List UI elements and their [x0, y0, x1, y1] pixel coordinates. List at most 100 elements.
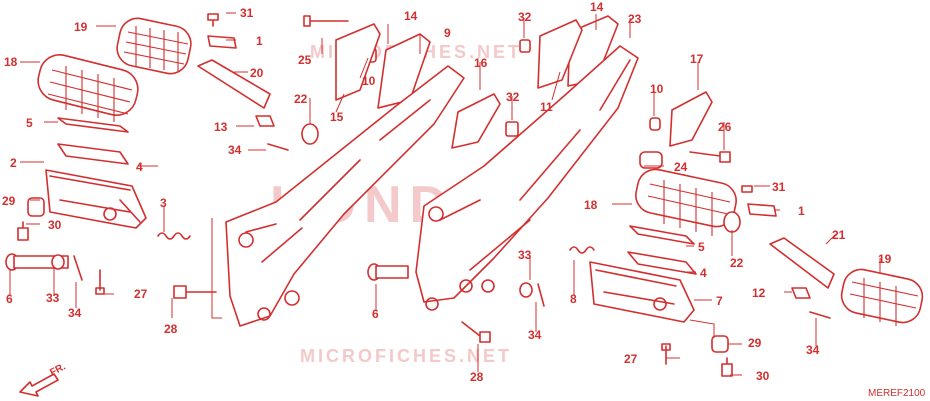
- callout-12: 12: [752, 286, 766, 300]
- callout-1: 1: [256, 34, 263, 48]
- plate-5-right: [629, 225, 695, 245]
- footpeg-rubber-right-front: [635, 168, 737, 236]
- left-step-bracket: [225, 65, 465, 327]
- bolt-28-left: [173, 285, 217, 299]
- right-step-bracket: [415, 45, 639, 311]
- spring-8-right: [569, 246, 595, 254]
- washer-22-right: [723, 211, 741, 233]
- spring-3-left: [157, 232, 191, 240]
- cotter-pin-34-right: [537, 283, 545, 307]
- bolt-31-left: [207, 13, 219, 27]
- washer-33-left: [51, 254, 65, 270]
- bushing-29-left: [27, 197, 45, 217]
- callout-10: 10: [362, 74, 376, 88]
- bushing-29-right: [711, 335, 729, 353]
- heel-guard-11: [537, 19, 583, 89]
- callout-16: 16: [474, 56, 488, 70]
- bolt-27-right: [661, 343, 671, 365]
- nut-32-top: [519, 39, 531, 53]
- cotter-pin-34-left: [73, 255, 83, 281]
- bolt-28-right: [461, 321, 491, 343]
- callout-32: 32: [506, 90, 520, 104]
- bolt-30-left: [17, 221, 29, 241]
- callout-27: 27: [134, 287, 148, 301]
- front-arrow-label: FR.: [48, 361, 68, 378]
- collar-24: [639, 151, 663, 169]
- bolt-31-right: [741, 185, 753, 193]
- callout-3: 3: [160, 196, 167, 210]
- plate-17: [669, 91, 713, 147]
- pin-6-right: [367, 263, 409, 281]
- callout-13: 13: [214, 120, 228, 134]
- callout-7: 7: [716, 294, 723, 308]
- callout-20: 20: [250, 66, 264, 80]
- plate-16: [451, 93, 501, 149]
- bolt-26: [689, 151, 731, 163]
- footpeg-body-right: [589, 261, 695, 323]
- callout-labels: 19 31 1 25 14 9 32 14 23 18 20 10 16 17 …: [2, 0, 892, 384]
- callout-19: 19: [74, 20, 88, 34]
- bolt-30-right: [721, 357, 733, 377]
- nut-32-mid: [505, 121, 519, 137]
- callout-30: 30: [756, 369, 770, 383]
- callout-14: 14: [404, 9, 418, 23]
- heel-guard-15: [335, 23, 381, 101]
- footpeg-rubber-left-rear: [116, 17, 192, 75]
- watermark-bottom: MICROFICHES.NET: [300, 346, 512, 366]
- front-direction-arrow: FR.: [19, 361, 68, 397]
- callout-5: 5: [698, 240, 705, 254]
- callout-11: 11: [540, 100, 553, 114]
- callout-34: 34: [68, 306, 82, 320]
- callout-9: 9: [444, 26, 451, 40]
- callout-23: 23: [628, 12, 642, 26]
- callout-34: 34: [528, 328, 542, 342]
- washer-33-right: [519, 282, 533, 298]
- leader-lines: [9, 12, 881, 376]
- callout-14: 14: [590, 0, 604, 14]
- callout-6: 6: [6, 292, 13, 306]
- callout-18: 18: [584, 198, 598, 212]
- callout-18: 18: [4, 55, 18, 69]
- callout-22: 22: [730, 256, 744, 270]
- bolt-25: [303, 15, 349, 27]
- callout-4: 4: [136, 160, 143, 174]
- bracket-1-left: [207, 35, 237, 49]
- callout-31: 31: [772, 180, 786, 194]
- callout-34: 34: [806, 343, 820, 357]
- callout-2: 2: [10, 156, 17, 170]
- diagram-code: MEREF2100: [868, 388, 926, 399]
- collar-10-right: [649, 117, 661, 131]
- heel-guard-14-left: [377, 33, 431, 109]
- washer-22-left: [301, 123, 319, 145]
- bracket-1-right: [747, 203, 777, 217]
- callout-8: 8: [570, 292, 577, 306]
- footpeg-rubber-right-rear: [840, 268, 924, 326]
- callout-26: 26: [718, 120, 732, 134]
- callout-30: 30: [48, 218, 62, 232]
- cotter-pin-34-upper: [267, 143, 289, 151]
- rod-20-left: [197, 59, 271, 109]
- plate-5-left: [57, 117, 129, 133]
- callout-33: 33: [46, 291, 60, 305]
- callout-28: 28: [164, 322, 178, 336]
- callout-25: 25: [298, 53, 312, 67]
- callout-6: 6: [372, 307, 379, 321]
- callout-10: 10: [650, 82, 664, 96]
- callout-31: 31: [240, 6, 254, 20]
- callout-17: 17: [690, 52, 704, 66]
- callout-33: 33: [518, 248, 532, 262]
- callout-5: 5: [26, 116, 33, 130]
- plate-13-left: [255, 115, 275, 127]
- callout-29: 29: [748, 336, 762, 350]
- callout-22: 22: [294, 92, 308, 106]
- plate-4-right: [627, 251, 697, 275]
- callout-21: 21: [832, 228, 846, 242]
- callout-27: 27: [624, 352, 638, 366]
- bolt-27-left: [95, 269, 105, 295]
- callout-34: 34: [228, 143, 242, 157]
- callout-28: 28: [470, 370, 484, 384]
- callout-4: 4: [700, 266, 707, 280]
- callout-29: 29: [2, 194, 16, 208]
- callout-32: 32: [518, 10, 532, 24]
